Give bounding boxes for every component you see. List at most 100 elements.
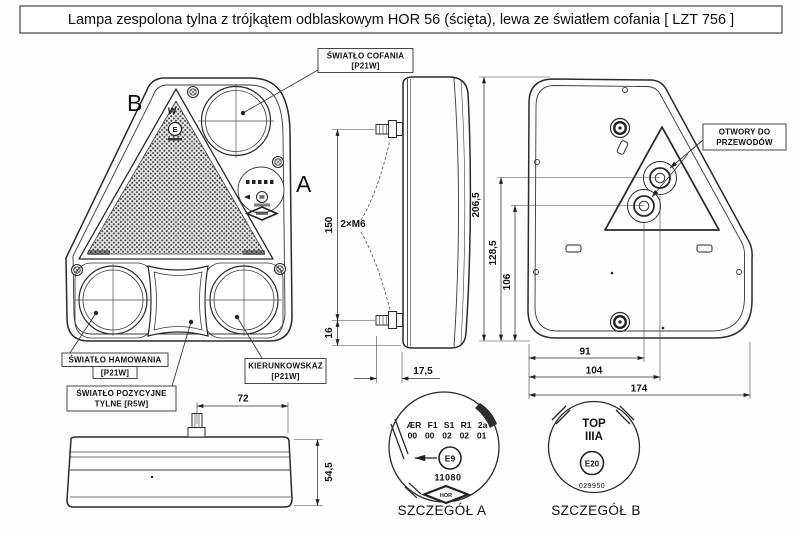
e-mark-circle bbox=[438, 446, 462, 470]
detail-a-caption: SZCZEGÓŁ A bbox=[398, 503, 487, 518]
callout-box bbox=[66, 385, 177, 412]
callout-line-1: KIERUNKOWSKAZ bbox=[248, 362, 323, 371]
studs-spec: 2×M6 bbox=[340, 139, 391, 311]
bottom-view: 72 54,5 bbox=[66, 394, 335, 508]
triangle-corner-text-right bbox=[243, 250, 265, 255]
detail-b-number: 029950 bbox=[579, 483, 605, 490]
break-hatch bbox=[390, 423, 405, 460]
lamp-back-outline-outer bbox=[527, 78, 753, 339]
leader-line bbox=[171, 321, 192, 387]
mounting-stud-top bbox=[375, 120, 403, 138]
lamp-back-outline-inner bbox=[534, 85, 746, 332]
mounting-slot bbox=[696, 244, 713, 253]
triangle-e-mark: E bbox=[172, 125, 177, 134]
dim-54-5-label: 54,5 bbox=[324, 462, 335, 482]
back-view: OTWORY DO PRZEWODÓW 206,5 128,5 106 91 bbox=[471, 76, 787, 399]
screw-icon bbox=[271, 155, 285, 169]
dim-17-5-label: 17,5 bbox=[413, 366, 433, 377]
detail-a-number: 11080 bbox=[434, 473, 461, 483]
dim-72: 72 bbox=[196, 394, 289, 433]
break-hatch bbox=[408, 482, 422, 495]
dim-104-label: 104 bbox=[586, 366, 603, 377]
screw-icon bbox=[609, 311, 631, 333]
callout-line-2: [P21W] bbox=[101, 369, 129, 378]
leader-line bbox=[236, 316, 263, 359]
callout-box bbox=[702, 123, 787, 151]
e-mark-circle bbox=[579, 450, 605, 476]
pilot-hole bbox=[622, 87, 628, 93]
dim-72-label: 72 bbox=[237, 394, 249, 405]
callout-brake-light: ŚWIATŁO HAMOWANIA [P21W] bbox=[61, 310, 169, 379]
break-wedge bbox=[475, 403, 497, 428]
reversing-light-lens bbox=[198, 84, 274, 158]
break-hatch bbox=[555, 409, 571, 425]
detail-a: ÆR F1 S1 R1 2a 00 00 02 02 01 E9 11080 H… bbox=[388, 391, 500, 518]
approval-markings-plate bbox=[237, 166, 285, 221]
screw-icon bbox=[609, 117, 631, 139]
leader-line bbox=[651, 153, 689, 198]
brake-light-lens bbox=[75, 264, 151, 336]
callout-indicator-light: KIERUNKOWSKAZ [P21W] bbox=[234, 314, 327, 384]
pilot-hole bbox=[533, 269, 539, 275]
lamp-side-outline bbox=[402, 76, 472, 349]
callout-wire-holes: OTWORY DO PRZEWODÓW bbox=[651, 123, 787, 198]
title-border bbox=[19, 5, 783, 34]
detail-b-line1: TOP bbox=[582, 418, 606, 430]
callout-box bbox=[244, 358, 327, 384]
mounting-stud-bottom bbox=[375, 311, 403, 329]
side-view: 150 16 2×M6 17,5 bbox=[324, 76, 472, 383]
dim-206-5-label: 206,5 bbox=[471, 192, 482, 217]
dim-128-5-label: 128,5 bbox=[488, 240, 499, 265]
indicator-light-lens bbox=[206, 264, 282, 336]
mini-approval-number bbox=[254, 203, 270, 207]
mounting-stud bbox=[187, 413, 206, 438]
callout-line-2: [P21W] bbox=[271, 372, 299, 381]
detail-a-codes-row1: ÆR F1 S1 R1 2a bbox=[407, 420, 488, 430]
break-hatch bbox=[404, 486, 418, 499]
dim-2xm6-label: 2×M6 bbox=[340, 219, 366, 230]
leader-line bbox=[242, 69, 319, 114]
hor-logo-icon bbox=[244, 206, 280, 221]
pilot-hole bbox=[736, 269, 742, 275]
callout-line-1: ŚWIATŁO COFANIA bbox=[327, 52, 405, 61]
dim-106: 106 bbox=[502, 205, 644, 342]
dim-91: 91 bbox=[528, 347, 645, 361]
reflector-triangle: W E bbox=[78, 88, 274, 260]
detail-b-caption: SZCZEGÓŁ B bbox=[551, 503, 641, 518]
wire-hole-upper bbox=[643, 161, 677, 195]
dim-91-label: 91 bbox=[579, 347, 591, 358]
detail-a-codes-row2: 00 00 02 02 01 bbox=[408, 431, 487, 441]
triangle-reflective-surface bbox=[86, 100, 266, 255]
callout-line-2: TYLNE [R5W] bbox=[95, 400, 149, 409]
lamp-front-outline-outer bbox=[65, 77, 293, 342]
mini-e-mark-icon bbox=[256, 191, 268, 203]
lamp-bottom-outline bbox=[66, 436, 293, 508]
vent-slot bbox=[616, 140, 629, 155]
triangle-e-mark-circle bbox=[167, 121, 183, 137]
reflector-triangle-outline bbox=[604, 126, 720, 231]
mounting-slot bbox=[565, 244, 582, 253]
callout-box bbox=[92, 366, 138, 379]
dim-104: 104 bbox=[528, 366, 661, 380]
dim-174: 174 bbox=[528, 384, 751, 398]
callout-line-1: OTWORY DO bbox=[719, 128, 771, 137]
dim-106-label: 106 bbox=[502, 273, 513, 290]
break-hatch bbox=[551, 405, 567, 421]
leader-line bbox=[669, 139, 704, 169]
break-hatch bbox=[615, 409, 631, 425]
dim-128-5: 128,5 bbox=[488, 177, 660, 342]
callout-reversing-light: ŚWIATŁO COFANIA [P21W] bbox=[240, 48, 414, 116]
callout-position-light: ŚWIATŁO POZYCYJNE TYLNE [R5W] bbox=[66, 319, 194, 412]
detail-a-e-mark: E9 bbox=[445, 454, 456, 464]
title-bar: Lampa zespolona tylna z trójkątem odblas… bbox=[19, 5, 783, 34]
wire-hole-lower bbox=[627, 189, 661, 223]
leader-line bbox=[69, 312, 97, 354]
mini-arrow-icon bbox=[244, 194, 250, 200]
triangle-w-mark: W bbox=[168, 106, 177, 116]
dim-174-label: 174 bbox=[631, 384, 648, 395]
detail-b-e-mark: E20 bbox=[585, 460, 600, 469]
callout-line-1: ŚWIATŁO POZYCYJNE bbox=[76, 389, 167, 398]
dim-16: 16 bbox=[324, 320, 401, 346]
